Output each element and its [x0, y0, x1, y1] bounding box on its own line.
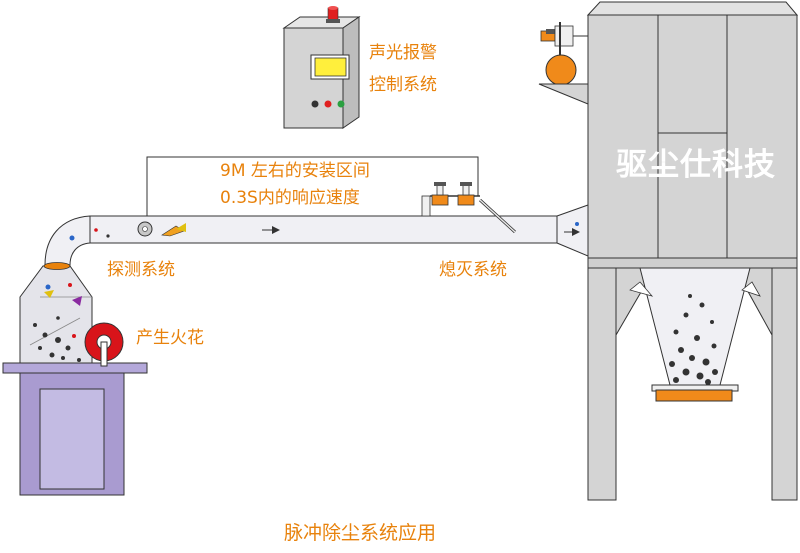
brand-watermark: 驱尘仕科技 [616, 147, 776, 183]
spec-label-line2: 0.3S内的响应速度 [220, 188, 360, 208]
installation-span-bracket [146, 156, 479, 216]
duct [43, 204, 589, 270]
extinguish-system-label: 熄灭系统 [439, 260, 507, 280]
spark-detector [137, 221, 186, 237]
diagram-caption: 脉冲除尘系统应用 [283, 522, 436, 544]
spark-label: 产生火花 [136, 328, 204, 348]
extinguishing-valves [421, 182, 517, 234]
spark-wheel [84, 322, 124, 367]
spec-label-line1: 9M 左右的安装区间 [220, 161, 370, 181]
collector-dust [669, 294, 718, 385]
dust-collector [538, 1, 799, 501]
hopper-particles [33, 283, 82, 362]
detect-system-label: 探测系统 [107, 260, 175, 280]
machine-base [2, 362, 148, 496]
alarm-label-line1: 声光报警 [369, 43, 437, 63]
alarm-control-box [282, 6, 361, 129]
inlet-hopper [19, 265, 93, 364]
alarm-label-line2: 控制系统 [369, 75, 437, 95]
collector-motor [538, 22, 589, 105]
